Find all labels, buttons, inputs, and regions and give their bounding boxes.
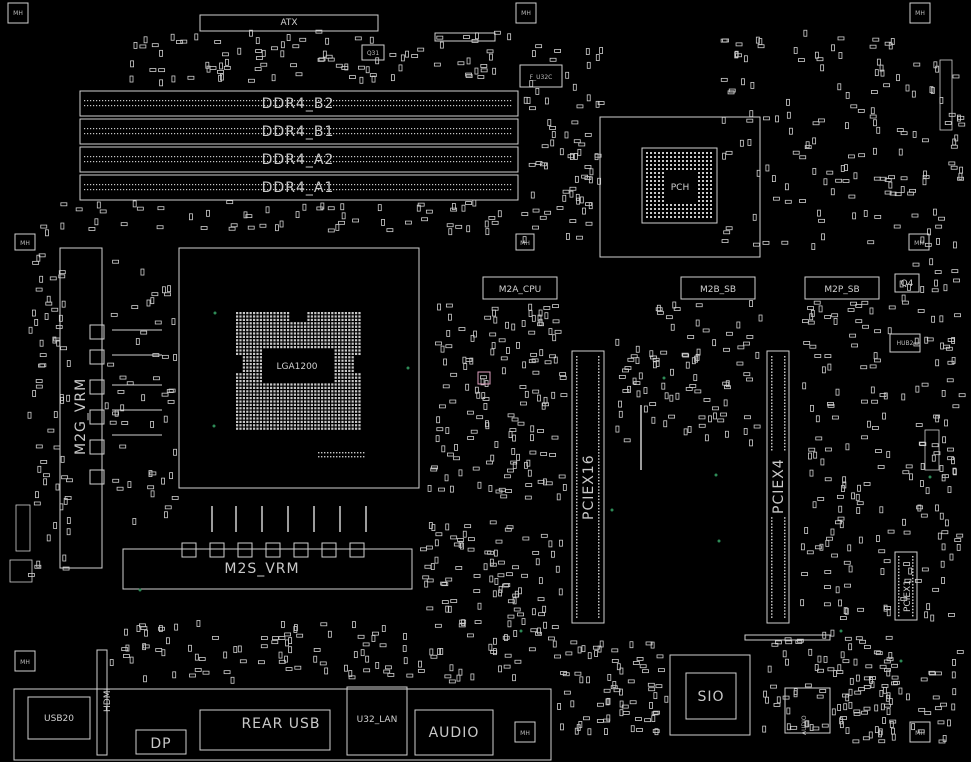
m2a-cpu-label: M2A_CPU bbox=[499, 285, 541, 295]
dimm-slot-a2[interactable]: DDR4_A2 bbox=[79, 146, 519, 173]
m2b-sb-connector[interactable]: M2B_SB bbox=[680, 276, 756, 300]
dimm-pins bbox=[84, 100, 512, 107]
dp-label: DP bbox=[150, 736, 171, 752]
ddr4-b2-label: DDR4_B2 bbox=[262, 96, 335, 112]
m2p-sb-label: M2P_SB bbox=[824, 285, 859, 295]
svg-text:MH: MH bbox=[520, 240, 530, 247]
ddr4-a1-label: DDR4_A1 bbox=[262, 180, 335, 196]
usb20-port[interactable]: USB20 bbox=[27, 696, 91, 740]
pciex1-label: PCIEX1 bbox=[903, 580, 913, 612]
m2a-cpu-connector[interactable]: M2A_CPU bbox=[482, 276, 558, 300]
pciex16-pins bbox=[576, 356, 600, 618]
usb20-label: USB20 bbox=[44, 714, 74, 724]
svg-text:MH: MH bbox=[915, 10, 925, 17]
pciex16-slot[interactable]: PCIEX16 bbox=[571, 350, 605, 624]
rear-usb-port[interactable]: REAR USB bbox=[199, 709, 331, 751]
hdmi-label: HDMI bbox=[103, 688, 113, 712]
pciex4-slot[interactable]: PCIEX4 bbox=[766, 350, 790, 624]
pciex1-pins bbox=[898, 556, 914, 617]
cpu-socket-pins bbox=[236, 312, 365, 458]
dimm-slot-b1[interactable]: DDR4_B1 bbox=[79, 118, 519, 145]
dp-port[interactable]: DP bbox=[135, 729, 187, 755]
dimm-slot-b2[interactable]: DDR4_B2 bbox=[79, 90, 519, 117]
pch-pins bbox=[646, 152, 712, 218]
svg-text:MH: MH bbox=[13, 10, 23, 17]
atx-connector[interactable]: ATX bbox=[199, 14, 379, 32]
pciex1-slot[interactable]: PCIEX1 bbox=[894, 551, 918, 621]
m2b-sb-label: M2B_SB bbox=[700, 285, 736, 295]
u32-lan-label: U32_LAN bbox=[357, 715, 398, 725]
audio-jack[interactable]: AUDIO bbox=[414, 709, 494, 756]
dimm-pins bbox=[84, 128, 512, 135]
hub2-label: HUB2 bbox=[897, 340, 914, 347]
m2p-sb-connector[interactable]: M2P_SB bbox=[804, 276, 880, 300]
ddr4-b1-label: DDR4_B1 bbox=[262, 124, 335, 140]
vrm-bottom: M2S_VRM bbox=[122, 548, 413, 590]
svg-text:MH: MH bbox=[914, 240, 924, 247]
hdmi-port[interactable]: HDMI bbox=[96, 649, 113, 756]
pciex16-label: PCIEX16 bbox=[581, 454, 597, 520]
mount-hole-top-mid: MH bbox=[515, 2, 537, 24]
svg-text:MH: MH bbox=[520, 730, 530, 737]
m2g-vrm-label: M2G_VRM bbox=[73, 378, 89, 455]
pciex4-label-backdrop bbox=[770, 452, 786, 516]
dimm-pins bbox=[84, 156, 512, 163]
sio-label: SIO bbox=[697, 689, 724, 705]
m2s-vrm-label: M2S_VRM bbox=[224, 561, 299, 577]
svg-text:MH: MH bbox=[20, 659, 30, 666]
svg-text:MH: MH bbox=[521, 10, 531, 17]
svg-text:MH: MH bbox=[915, 730, 925, 737]
cpu-socket-label: LGA1200 bbox=[276, 362, 317, 372]
pciex16-label-backdrop bbox=[579, 445, 597, 525]
rear-usb-label: REAR USB bbox=[241, 716, 320, 732]
mount-hole-bottom-left: MH bbox=[14, 650, 36, 672]
audio-label: AUDIO bbox=[429, 725, 480, 741]
mount-hole-center: MH bbox=[515, 233, 535, 251]
dimm-slot-a1[interactable]: DDR4_A1 bbox=[79, 174, 519, 201]
q31-label: Q31 bbox=[367, 50, 380, 57]
ddr4-a2-label: DDR4_A2 bbox=[262, 152, 335, 168]
dimm-pins bbox=[84, 184, 512, 191]
cpu-socket[interactable]: LGA1200 bbox=[178, 247, 420, 489]
mount-hole-top-right: MH bbox=[909, 2, 931, 24]
pch-chip[interactable]: PCH bbox=[599, 116, 761, 258]
passive-components bbox=[9, 29, 966, 744]
svg-text:MH: MH bbox=[20, 240, 30, 247]
usb32-lan-port[interactable]: U32_LAN bbox=[346, 686, 408, 756]
q31-mosfet: Q31 bbox=[361, 44, 385, 61]
atx-label: ATX bbox=[280, 18, 297, 28]
f-u32c-label: F_U32C bbox=[530, 74, 553, 81]
f-u32c-connector[interactable]: F_U32C bbox=[519, 64, 563, 88]
mount-hole-bottom-right: MH bbox=[909, 721, 931, 743]
sio-chip[interactable]: SIO bbox=[669, 654, 751, 736]
vrm-left: M2G_VRM bbox=[59, 247, 103, 569]
mount-hole-bottom-mid: MH bbox=[514, 721, 536, 743]
pciex4-label: PCIEX4 bbox=[771, 458, 787, 514]
mount-hole-right-mid: MH bbox=[908, 233, 930, 251]
cpu-socket-center bbox=[262, 350, 332, 378]
mount-hole-left-mid: MH bbox=[14, 233, 36, 251]
pch-label: PCH bbox=[671, 183, 689, 193]
rear-io-panel bbox=[13, 688, 552, 761]
mount-hole-top-left: MH bbox=[7, 2, 29, 24]
